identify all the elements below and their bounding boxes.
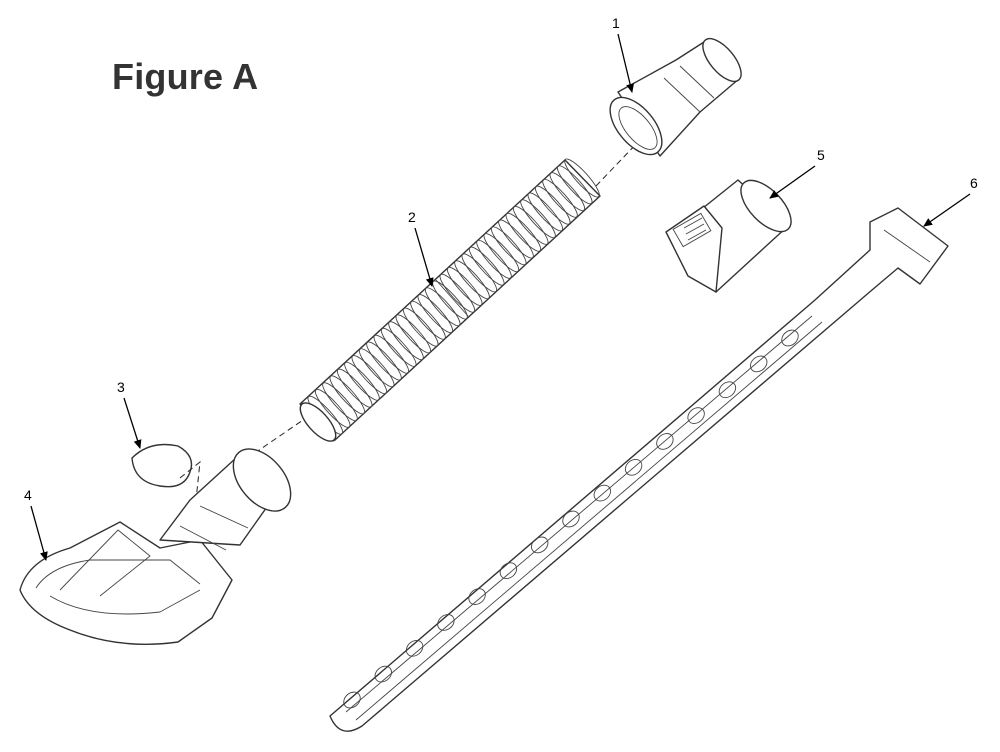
strap-slot [405, 639, 424, 657]
hose-rib [395, 314, 432, 354]
hose-rib [344, 361, 380, 401]
strap-slot [624, 458, 643, 476]
hose-rib [322, 382, 358, 422]
hose-rib [366, 341, 402, 381]
part-hose-cuff-adapter [609, 37, 742, 157]
callout-4: 4 [24, 487, 48, 561]
strap-slot [687, 407, 705, 424]
strap-slot [593, 484, 611, 502]
callouts: 1 2 3 4 5 6 [24, 15, 978, 561]
hose-rib [527, 192, 564, 232]
hose-rib [468, 246, 505, 286]
hose-rib [454, 260, 490, 300]
hose-rib [534, 185, 571, 225]
svg-text:3: 3 [117, 379, 125, 395]
hose-rib [314, 388, 351, 428]
figure-title: Figure A [112, 56, 259, 97]
svg-text:2: 2 [408, 209, 416, 225]
part-filter-insert [131, 443, 201, 501]
hose-rib [498, 219, 534, 259]
svg-text:1: 1 [612, 15, 620, 31]
hose-rib [505, 212, 542, 252]
hose-rib [410, 300, 446, 340]
hose-rib [351, 355, 388, 395]
hose-rib [542, 178, 578, 218]
callout-5: 5 [769, 147, 825, 199]
hose-rib [520, 199, 556, 239]
svg-text:6: 6 [970, 175, 978, 191]
strap-slot [781, 329, 799, 347]
hose-rib [490, 226, 527, 266]
strap-slot [437, 614, 455, 631]
hose-rib [417, 294, 454, 334]
callout-6: 6 [923, 175, 978, 227]
strap-slot [468, 588, 486, 605]
hose-rib [556, 165, 593, 205]
hose-rib [476, 239, 512, 279]
part-mounting-strap [329, 207, 949, 732]
strap-slot [562, 510, 580, 528]
svg-text:4: 4 [24, 487, 32, 503]
hose-rib [461, 253, 498, 293]
strap-slot [531, 536, 549, 554]
strap-slot [718, 381, 737, 399]
part-shroud-nozzle [19, 448, 292, 645]
strap-slot [499, 562, 518, 580]
hose-rib [402, 307, 439, 347]
part-flexible-hose [299, 158, 601, 442]
hose-rib [329, 375, 366, 415]
callout-2: 2 [408, 209, 434, 287]
hose-rib [388, 321, 424, 361]
strap-slot [656, 433, 674, 450]
strap-slot [750, 355, 768, 373]
strap-slot [374, 665, 392, 683]
hose-rib [446, 266, 483, 306]
hose-rib [564, 158, 600, 198]
hose-rib [358, 348, 395, 388]
hose-rib [336, 368, 373, 408]
hose-rib [483, 233, 520, 273]
callout-3: 3 [117, 379, 142, 449]
svg-text:5: 5 [817, 147, 825, 163]
part-vacuum-adapter [665, 179, 792, 293]
callout-1: 1 [612, 15, 635, 93]
hose-rib [439, 273, 476, 313]
hose-rib [512, 205, 549, 245]
strap-slot [343, 691, 361, 709]
hose-rib [380, 327, 417, 367]
hose-rib [424, 287, 461, 327]
hose-rib [549, 172, 586, 212]
hose-rib [373, 334, 410, 374]
